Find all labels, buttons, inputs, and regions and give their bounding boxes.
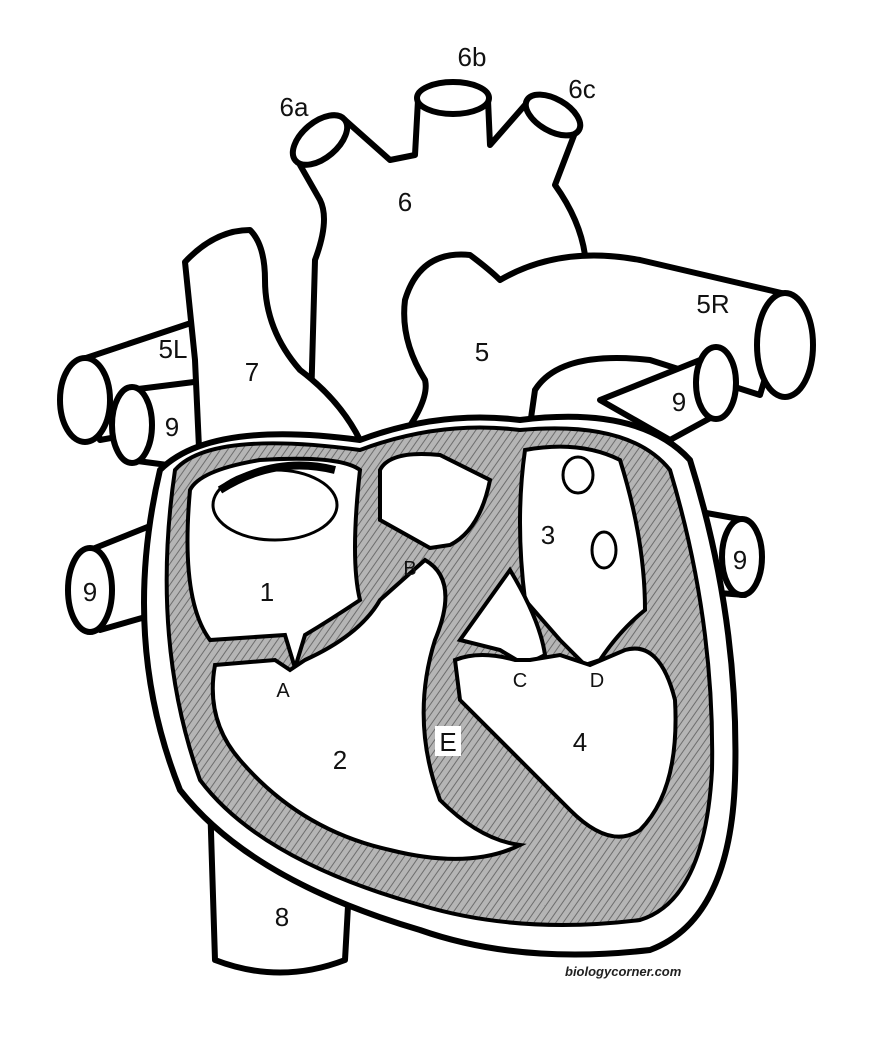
label-6b: 6b <box>458 42 487 72</box>
labels: 6b 6a 6c 6 5R 5L 7 5 9 9 9 9 3 1 B A C D… <box>83 42 747 932</box>
label-8: 8 <box>275 902 289 932</box>
label-3: 3 <box>541 520 555 550</box>
label-1: 1 <box>260 577 274 607</box>
label-6: 6 <box>398 187 412 217</box>
vein-opening <box>561 455 595 495</box>
label-9: 9 <box>733 545 747 575</box>
label-6a: 6a <box>280 92 309 122</box>
left-atrium <box>518 444 648 668</box>
left-ventricle <box>452 646 678 839</box>
label-D: D <box>590 670 604 692</box>
right-ventricle <box>210 557 527 861</box>
vein-opening <box>590 530 618 570</box>
label-5R: 5R <box>696 289 729 319</box>
label-9: 9 <box>83 577 97 607</box>
label-9: 9 <box>672 387 686 417</box>
pulmonary-artery <box>397 251 816 463</box>
label-5L: 5L <box>159 334 188 364</box>
label-7: 7 <box>245 357 259 387</box>
label-6c: 6c <box>568 74 595 104</box>
superior-vena-cava <box>182 227 363 473</box>
pulmonary-trunk-chamber <box>378 452 493 551</box>
label-E: E <box>439 727 456 757</box>
label-5: 5 <box>475 337 489 367</box>
watermark: biologycorner.com <box>565 964 682 979</box>
label-9: 9 <box>165 412 179 442</box>
label-2: 2 <box>333 745 347 775</box>
label-C: C <box>513 670 527 692</box>
label-B: B <box>403 558 416 580</box>
label-4: 4 <box>573 727 587 757</box>
label-A: A <box>276 680 290 702</box>
